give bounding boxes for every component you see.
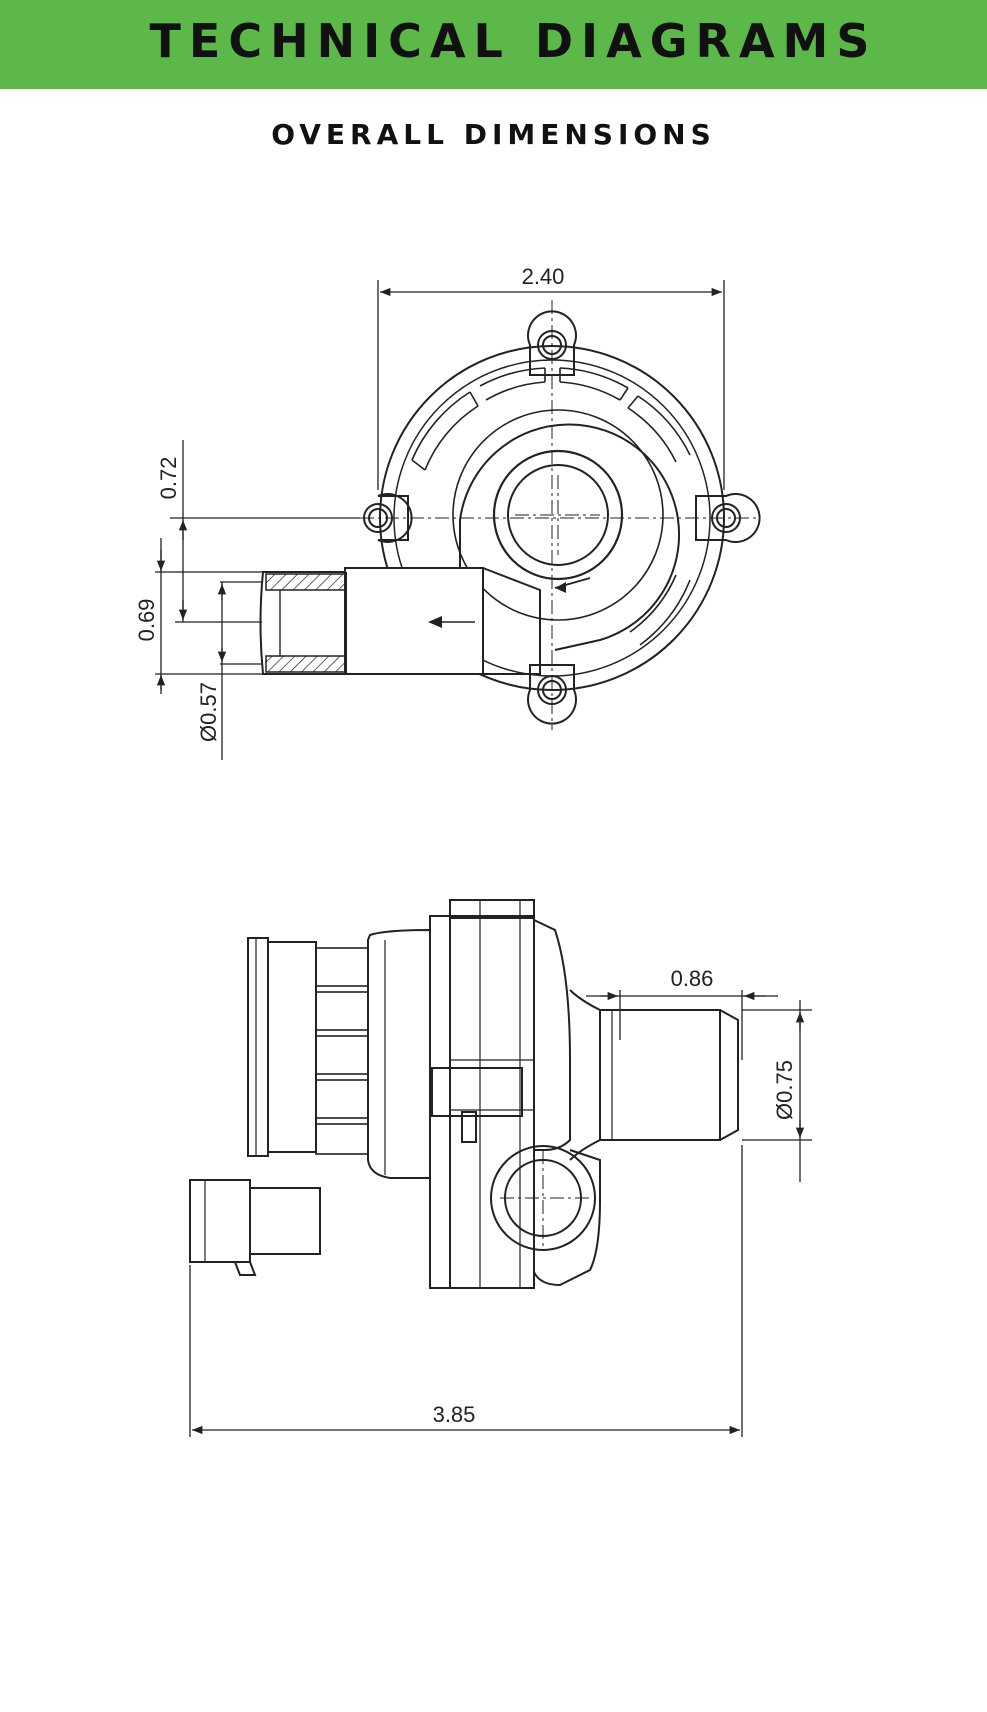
- centerlines: [360, 300, 760, 730]
- page-title: TECHNICAL DIAGRAMS: [149, 14, 878, 68]
- side-inlet-pipe: [569, 989, 739, 1161]
- cooling-fins: [315, 947, 369, 1155]
- dimension-inlet-length-lines: [586, 990, 778, 1060]
- dim-overall-length-label: 3.85: [433, 1402, 476, 1427]
- dim-width-label: 2.40: [522, 264, 565, 289]
- outlet-port-outer: [490, 1145, 596, 1251]
- inlet-port-inner: [507, 464, 609, 566]
- header-banner: TECHNICAL DIAGRAMS: [0, 0, 987, 89]
- dimension-width-lines: [377, 280, 725, 490]
- electrical-connector: [189, 1179, 321, 1276]
- outlet-pipe: [259, 567, 541, 675]
- dimension-left-lines: [155, 440, 360, 760]
- housing-ribs: [411, 367, 691, 646]
- dimension-overall-length-lines: [189, 1145, 743, 1437]
- flow-arrow-icon: [555, 582, 566, 593]
- outlet-flow-arrow-icon: [428, 616, 442, 628]
- dim-inlet-length-label: 0.86: [671, 966, 714, 991]
- dim-outlet-diameter-label: Ø0.57: [196, 682, 221, 742]
- section-subtitle: OVERALL DIMENSIONS: [271, 118, 716, 151]
- side-view: [189, 899, 812, 1437]
- dimension-inlet-diameter-lines: [742, 1000, 812, 1182]
- inlet-port-outer: [492, 449, 624, 581]
- front-view: [155, 280, 761, 760]
- end-cap: [247, 937, 269, 1157]
- dim-offset-top-label: 0.72: [156, 457, 181, 500]
- dim-inlet-diameter-label: Ø0.75: [772, 1060, 797, 1120]
- dim-offset-outlet-label: 0.69: [134, 599, 159, 642]
